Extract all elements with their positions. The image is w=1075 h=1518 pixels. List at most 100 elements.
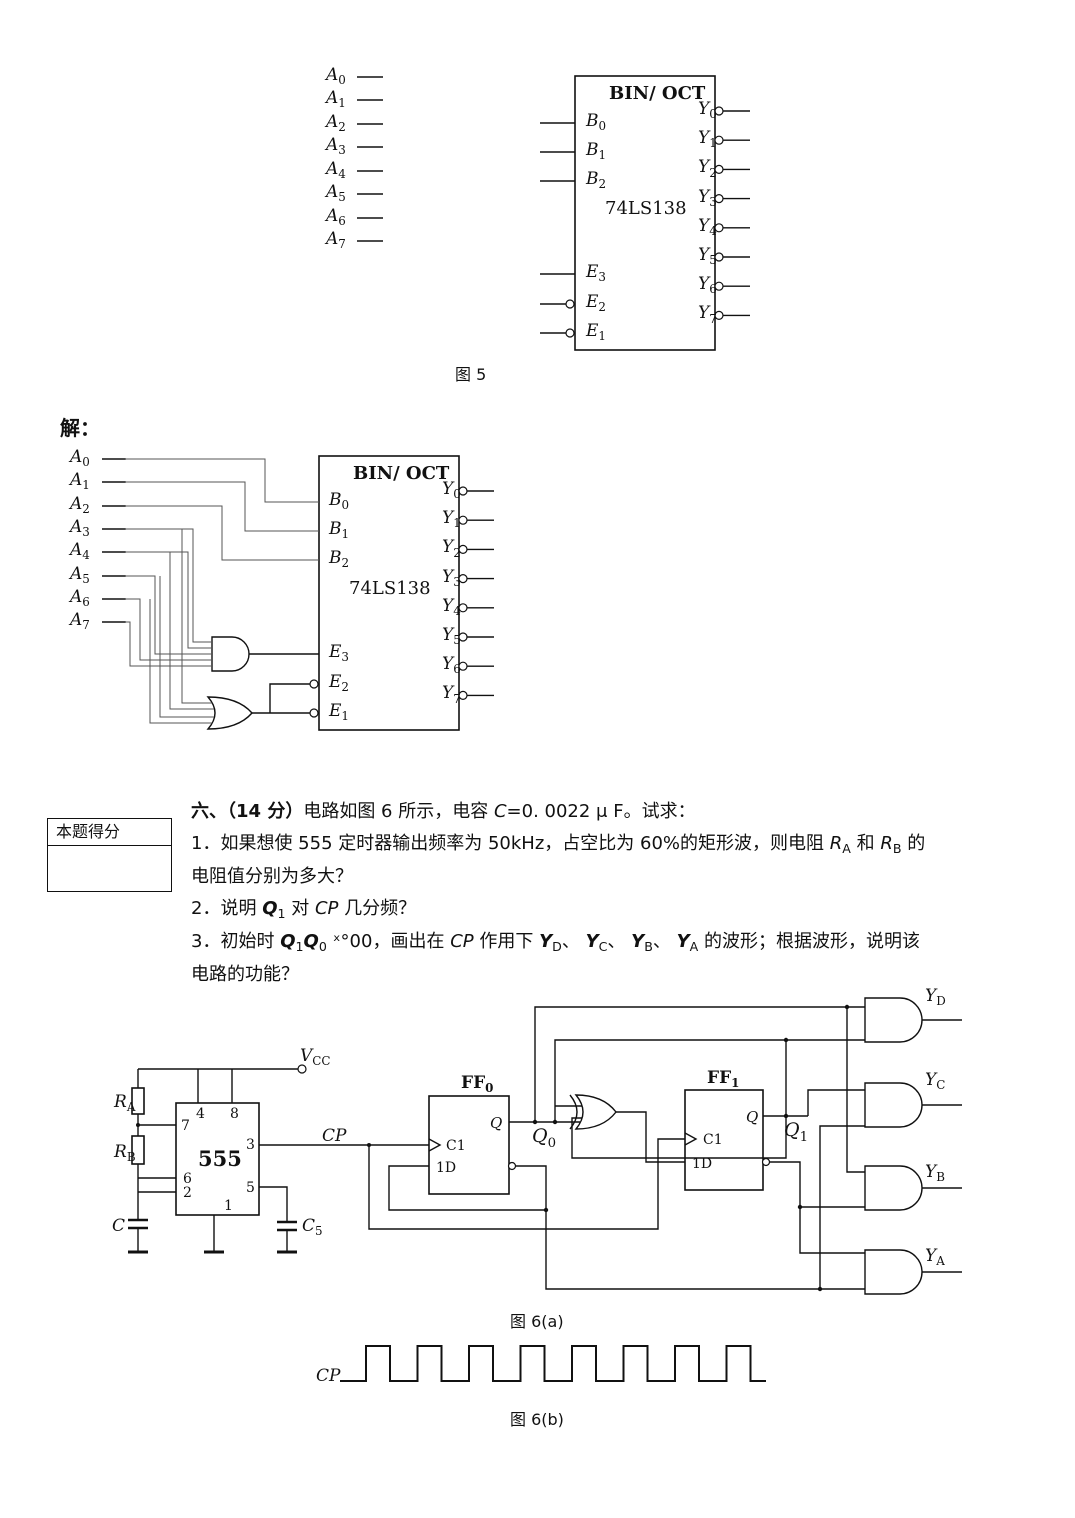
sol-pin-b2: B2 [329,548,350,571]
xor-gate [574,1094,617,1130]
sol-input-a3: A3 [70,517,90,540]
cp-label: CP [322,1126,347,1146]
ff0-c1: C1 [446,1138,466,1154]
solution-chip-title: BIN/ OCT [353,463,450,484]
timer-pin-3: 3 [246,1137,255,1153]
timer-pin-5: 5 [246,1180,255,1196]
score-box-label: 本题得分 [48,819,171,846]
timer-pin-8: 8 [230,1106,239,1122]
fig5-pin-b1: B1 [586,140,607,163]
and-gate-yc [864,1082,923,1128]
question-item-1: 1．如果想使 555 定时器输出频率为 50kHz，占空比为 60%的矩形波，则… [191,833,926,857]
or-gate [206,696,253,730]
vcc-label: VCC [300,1046,331,1069]
sol-input-a2: A2 [70,494,90,517]
timer-555-body [175,1102,260,1216]
sol-pin-b1: B1 [329,519,350,542]
fig6a-caption: 图 6(a) [510,1312,564,1331]
fig5-out-y0: Y0 [698,99,717,122]
sol-input-a4: A4 [70,540,90,563]
fig5-out-y1: Y1 [698,128,717,151]
fig5-input-a6: A6 [326,206,346,229]
fig5-chip-body [574,75,716,351]
question-line-1: 六、（14 分）电路如图 6 所示，电容 C=0. 0022 μ F。试求： [191,801,696,822]
fig5-input-a3: A3 [326,135,346,158]
fig5-out-y3: Y3 [698,186,717,209]
sol-pin-e1: E1 [329,701,349,724]
solution-chip-name: 74LS138 [349,578,431,599]
fig5-out-y4: Y4 [698,215,717,238]
sol-out-y2: Y2 [442,537,461,560]
fig5-e1-bubble [565,328,575,338]
ff0-body [428,1095,510,1195]
ff1-body [684,1089,764,1191]
ff0-label: FF0 [461,1073,494,1096]
fig5-e2-bubble [565,299,575,309]
q1-label: Q1 [784,1119,809,1145]
sol-e1-bubble [309,708,319,718]
ra-label: RA [114,1092,136,1115]
timer-555-label: 555 [198,1146,242,1171]
sol-out-y3: Y3 [442,566,461,589]
sol-e2-bubble [309,679,319,689]
timer-pin-6: 6 [183,1171,192,1187]
question-item-3: 3．初始时 Q1Q0 ˣ°00，画出在 CP 作用下 YD、 YC、 YB、 Y… [191,931,920,955]
yb-label: YB [925,1162,945,1185]
ff0-q: Q [490,1114,503,1132]
ff1-c1: C1 [703,1132,723,1148]
fig5-input-a4: A4 [326,159,346,182]
vcc-terminal [297,1064,307,1074]
timer-pin-4: 4 [196,1106,205,1122]
sol-input-a7: A7 [70,610,90,633]
sol-out-y0: Y0 [442,479,461,502]
sol-out-y1: Y1 [442,508,461,531]
fig6b-cp-label: CP [316,1366,341,1386]
sol-out-y7: Y7 [442,683,461,706]
rb-label: RB [114,1142,136,1165]
yc-label: YC [925,1070,946,1093]
question-heading: 六、（14 分） [191,801,304,822]
fig5-input-a5: A5 [326,182,346,205]
fig5-out-y2: Y2 [698,157,717,180]
score-box: 本题得分 [47,818,172,892]
ff1-label: FF1 [707,1068,740,1091]
timer-pin-7: 7 [181,1118,190,1134]
fig5-out-y5: Y5 [698,245,717,268]
fig5-pin-e1: E1 [586,321,606,344]
question-item-3-cont: 电路的功能？ [191,964,299,985]
fig5-input-a7: A7 [326,229,346,252]
sol-out-y5: Y5 [442,625,461,648]
ff0-1d: 1D [436,1160,457,1176]
sol-pin-e2: E2 [329,672,349,695]
solution-label: 解： [60,416,100,440]
solution-chip-body [318,455,460,731]
fig5-out-y6: Y6 [698,274,717,297]
fig5-pin-b2: B2 [586,169,607,192]
fig5-out-y7: Y7 [698,303,717,326]
timer-pin-1: 1 [224,1198,233,1214]
and-gate-yd [864,997,923,1043]
question-item-1-cont: 电阻值分别为多大？ [191,866,353,887]
fig6b-caption: 图 6(b) [510,1410,564,1429]
yd-label: YD [925,986,946,1009]
sol-input-a6: A6 [70,587,90,610]
question-item-2: 2．说明 Q1 对 CP 几分频？ [191,898,417,922]
ff1-1d: 1D [692,1156,713,1172]
timer-pin-2: 2 [183,1185,192,1201]
and-gate-ya [864,1249,923,1295]
c-label: C [112,1216,126,1236]
fig5-input-a1: A1 [326,88,346,111]
sol-out-y4: Y4 [442,595,461,618]
fig5-input-a0: A0 [326,65,346,88]
fig5-caption: 图 5 [455,365,487,384]
fig5-pin-b0: B0 [586,111,607,134]
sol-input-a0: A0 [70,447,90,470]
and-gate [211,636,250,672]
ff1-q: Q [746,1108,759,1126]
fig5-input-a2: A2 [326,112,346,135]
and-gate-yb [864,1165,923,1211]
sol-input-a1: A1 [70,470,90,493]
